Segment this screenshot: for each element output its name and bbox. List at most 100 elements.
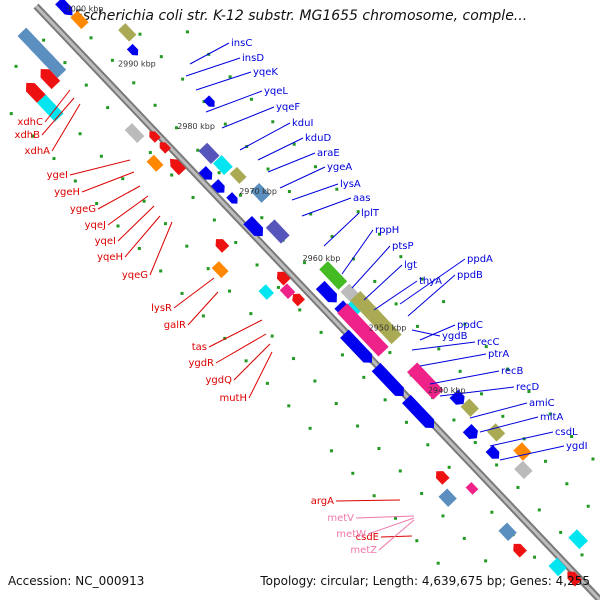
tick-dot xyxy=(506,367,510,371)
leader-line xyxy=(187,291,219,326)
gene-label: ygeI xyxy=(47,170,68,181)
gene-block xyxy=(548,557,567,577)
gene-label: ygeH xyxy=(54,187,80,198)
leader-line xyxy=(373,280,418,311)
tick-dot xyxy=(351,257,355,261)
tick-dot xyxy=(559,530,563,534)
tick-dot xyxy=(373,279,377,283)
tick-dot xyxy=(313,165,317,169)
leader-line xyxy=(215,333,267,364)
gene-label: xdhA xyxy=(25,146,51,157)
gene-feature xyxy=(462,424,478,440)
leader-line xyxy=(378,519,415,551)
tick-dot xyxy=(73,179,77,183)
leader-line xyxy=(97,185,141,210)
gene-feature xyxy=(215,239,230,253)
gene-block xyxy=(250,182,271,203)
scale-tick-label: 2960 kbp xyxy=(303,254,341,263)
gene-label: lplT xyxy=(361,208,380,219)
leader-line xyxy=(469,402,528,419)
gene-feature xyxy=(124,123,145,144)
gene-arrow xyxy=(126,43,139,56)
gene-block xyxy=(42,53,67,78)
gene-label: mltA xyxy=(540,412,563,423)
gene-label: thyA xyxy=(419,276,442,287)
tick-dot xyxy=(340,353,344,357)
gene-label: ptrA xyxy=(488,349,509,360)
tick-dot xyxy=(223,336,227,340)
tick-dot xyxy=(383,398,387,402)
leader-line xyxy=(419,324,456,341)
tick-dot xyxy=(436,561,440,565)
gene-feature xyxy=(513,442,532,461)
leader-line xyxy=(499,445,565,461)
leader-line xyxy=(489,431,554,447)
gene-feature xyxy=(169,158,186,176)
tick-dot xyxy=(580,553,584,557)
gene-label: yqeG xyxy=(122,270,148,281)
leader-line xyxy=(355,515,415,519)
leader-line xyxy=(367,517,415,535)
tick-dot xyxy=(298,308,302,312)
leader-line xyxy=(221,106,275,129)
gene-feature xyxy=(402,394,435,428)
tick-dot xyxy=(415,324,419,328)
tick-dot xyxy=(99,154,103,158)
gene-arrow xyxy=(215,239,230,253)
scale-tick-label: 2990 kbp xyxy=(118,59,156,68)
tick-dot xyxy=(463,322,467,326)
gene-feature xyxy=(279,283,296,300)
scale-tick-label: 3000 kbp xyxy=(66,4,104,13)
scale-tick-label: 2970 kbp xyxy=(239,187,277,196)
gene-arrow xyxy=(292,293,305,307)
gene-label: recD xyxy=(516,382,540,393)
tick-dot xyxy=(270,334,274,338)
leader-line xyxy=(149,221,173,276)
tick-dot xyxy=(356,210,360,214)
leader-line xyxy=(51,103,81,152)
gene-arrow xyxy=(485,445,500,459)
tick-dot xyxy=(78,132,82,136)
gene-block xyxy=(229,166,247,184)
tick-dot xyxy=(206,267,210,271)
gene-label: ygdB xyxy=(442,331,468,342)
gene-label: metW xyxy=(336,529,366,540)
gene-feature xyxy=(126,43,139,56)
tick-dot xyxy=(170,173,174,177)
leader-line xyxy=(267,152,316,173)
tick-dot xyxy=(249,312,253,316)
gene-feature xyxy=(250,182,271,203)
tick-dot xyxy=(116,224,120,228)
tick-dot xyxy=(159,55,163,59)
tick-dot xyxy=(132,81,136,85)
leader-line xyxy=(107,195,149,226)
tick-dot xyxy=(201,314,205,318)
gene-label: aas xyxy=(353,193,370,204)
gene-label: mutH xyxy=(219,393,247,404)
gene-feature xyxy=(26,82,46,103)
tick-dot xyxy=(458,369,462,373)
gene-feature xyxy=(258,284,275,300)
gene-arrow xyxy=(462,424,478,440)
gene-label: kduI xyxy=(292,118,313,129)
gene-feature xyxy=(213,155,233,175)
gene-arrow xyxy=(40,69,61,90)
tick-dot xyxy=(565,482,569,486)
tick-dot xyxy=(227,289,231,293)
gene-feature xyxy=(40,69,61,90)
tick-dot xyxy=(148,151,152,155)
gene-arrow xyxy=(276,271,291,286)
gene-arrow xyxy=(169,158,186,176)
tick-dot xyxy=(228,75,232,79)
leader-line xyxy=(233,343,271,381)
gene-label: ygeG xyxy=(70,204,96,215)
leader-line xyxy=(279,166,326,189)
leader-line xyxy=(185,57,241,77)
tick-dot xyxy=(265,381,269,385)
leader-line xyxy=(407,274,456,317)
gene-label: ygdI xyxy=(566,441,588,452)
tick-dot xyxy=(180,291,184,295)
tick-dot xyxy=(484,559,488,563)
gene-feature xyxy=(149,131,161,143)
